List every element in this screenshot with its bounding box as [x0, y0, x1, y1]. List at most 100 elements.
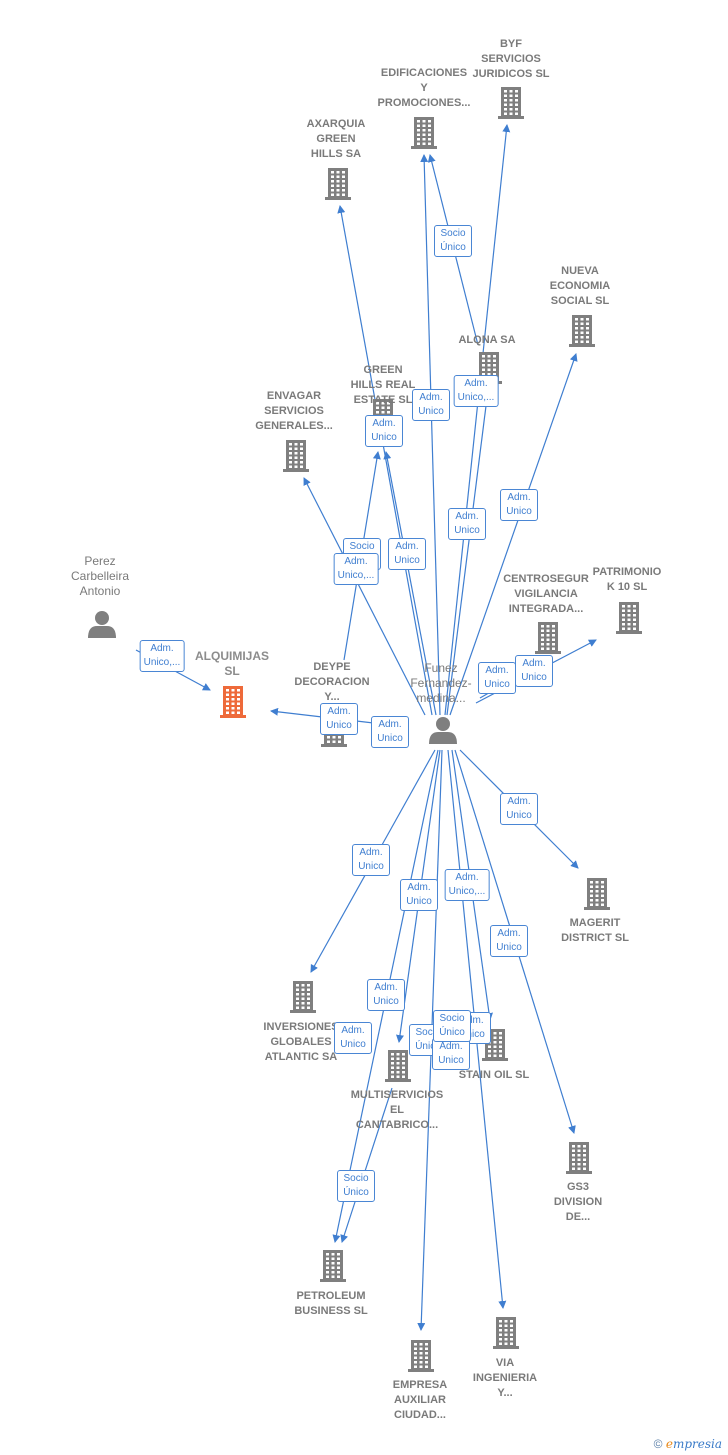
edge-role-badge[interactable]: Adm. Unico,... [333, 553, 379, 585]
edge-role-text: Unico [521, 672, 547, 683]
edge-role-text: Adm. [378, 719, 402, 730]
edge-role-text: Adm. [507, 492, 531, 503]
edge-role-badge[interactable]: Adm.Unico [367, 979, 405, 1011]
node-label-line: CANTABRICO... [355, 1119, 439, 1131]
edge-role-badge[interactable]: Adm.Unico [352, 844, 390, 876]
node-label-line: ECONOMIA [549, 280, 611, 292]
edge-role-badge[interactable]: Adm.Unico [412, 389, 450, 421]
edge-role-text: Unico [459, 1029, 485, 1040]
node-label-line: EMPRESA [392, 1379, 448, 1391]
edge-role-badge[interactable]: Adm. Unico [320, 703, 358, 735]
edge-role-badge[interactable]: Adm.Unico,... [453, 375, 499, 407]
edge-role-text: Adm. [341, 1025, 365, 1036]
building-icon[interactable] [408, 1340, 434, 1372]
person-icon[interactable] [88, 611, 116, 638]
footer-brand[interactable]: © empresia [654, 1437, 722, 1451]
building-icon[interactable] [616, 602, 642, 634]
building-icon[interactable] [325, 168, 351, 200]
edge-role-text: Adm. [344, 556, 368, 567]
edge-role-text: Único [343, 1187, 369, 1198]
edge-role-text: Socio [415, 1027, 441, 1038]
building-icon[interactable] [411, 117, 437, 149]
building-icon[interactable] [569, 315, 595, 347]
edge-role-badge[interactable]: Adm.Unico [515, 655, 553, 687]
edge-role-badge[interactable]: Adm.Unico,... [444, 869, 490, 901]
node-label-line: SOCIAL SL [550, 295, 610, 307]
node-label-alqna[interactable]: ALQNA SA [458, 333, 515, 348]
edge-funez-to-axarquia [337, 205, 433, 716]
edge-role-text: Unico,... [143, 657, 181, 668]
building-icon[interactable] [320, 1250, 346, 1282]
node-label-nueva[interactable]: NUEVA ECONOMIA SOCIAL SL [550, 264, 611, 309]
edge-role-badge[interactable]: Adm.Unico [371, 716, 409, 748]
edge-role-text: Unico,... [337, 570, 375, 581]
building-icon[interactable] [566, 1142, 592, 1174]
copyright-symbol: © [653, 1437, 663, 1451]
person-icon[interactable] [429, 717, 457, 744]
building-icon[interactable] [498, 87, 524, 119]
edge-role-badge[interactable]: Adm.Unico [400, 879, 438, 911]
edge-role-text: Adm. [460, 1015, 484, 1026]
edge-role-badge[interactable]: Adm.Unico [478, 662, 516, 694]
building-icon[interactable] [290, 981, 316, 1013]
edge-role-badge[interactable]: Adm.Unico,... [139, 640, 185, 672]
building-icon[interactable] [385, 1050, 411, 1082]
edge-role-badge[interactable]: Adm.Unico [334, 1022, 372, 1054]
building-icon[interactable] [283, 440, 309, 472]
building-icon[interactable] [584, 878, 610, 910]
edge-role-text: Adm. [327, 706, 351, 717]
node-label-line: Antonio [79, 584, 121, 598]
building-icon[interactable] [493, 1317, 519, 1349]
edge-role-badge[interactable]: Adm.Unico [500, 489, 538, 521]
node-label-line: NUEVA [561, 265, 599, 277]
edge-role-badge[interactable]: Adm.Unico [365, 415, 403, 447]
node-label-line: Y [420, 82, 428, 94]
node-label-line: ALQUIMIJAS [194, 649, 270, 663]
node-label-stain[interactable]: STAIN OIL SL [459, 1068, 530, 1083]
node-label-line: BUSINESS SL [294, 1305, 368, 1317]
edge-role-badge[interactable]: Adm.Unico [448, 508, 486, 540]
node-label-line: ATLANTIC SA [264, 1051, 338, 1063]
node-label-line: CENTROSEGUR [503, 573, 589, 585]
edge-funez-to-envagar [303, 477, 426, 716]
node-label-line: GLOBALES [270, 1036, 332, 1048]
building-icon[interactable] [220, 686, 246, 718]
edge-role-badge[interactable]: Adm.Unico [500, 793, 538, 825]
node-label-line: Fernandez- [410, 676, 472, 690]
edge-role-text: Unico [373, 996, 399, 1007]
brand-name: mpresia [672, 1437, 722, 1451]
edge-role-badge[interactable]: Adm.Unico [490, 925, 528, 957]
node-label-line: EDIFICACIONES [380, 67, 468, 79]
edge-role-text: Unico [326, 720, 352, 731]
edge-role-badge[interactable]: Adm.Unico [432, 1038, 470, 1070]
edge-role-text: Unico [454, 525, 480, 536]
edge-role-badge[interactable]: Adm.Unico [388, 538, 426, 570]
building-icon[interactable] [535, 622, 561, 654]
edge-role-text: Adm. [407, 882, 431, 893]
edge-role-text: Socio [343, 1173, 369, 1184]
edge-role-text: Adm. [359, 847, 383, 858]
node-label-line: INGENIERIA [472, 1372, 538, 1384]
edge-role-text: Adm. [419, 392, 443, 403]
